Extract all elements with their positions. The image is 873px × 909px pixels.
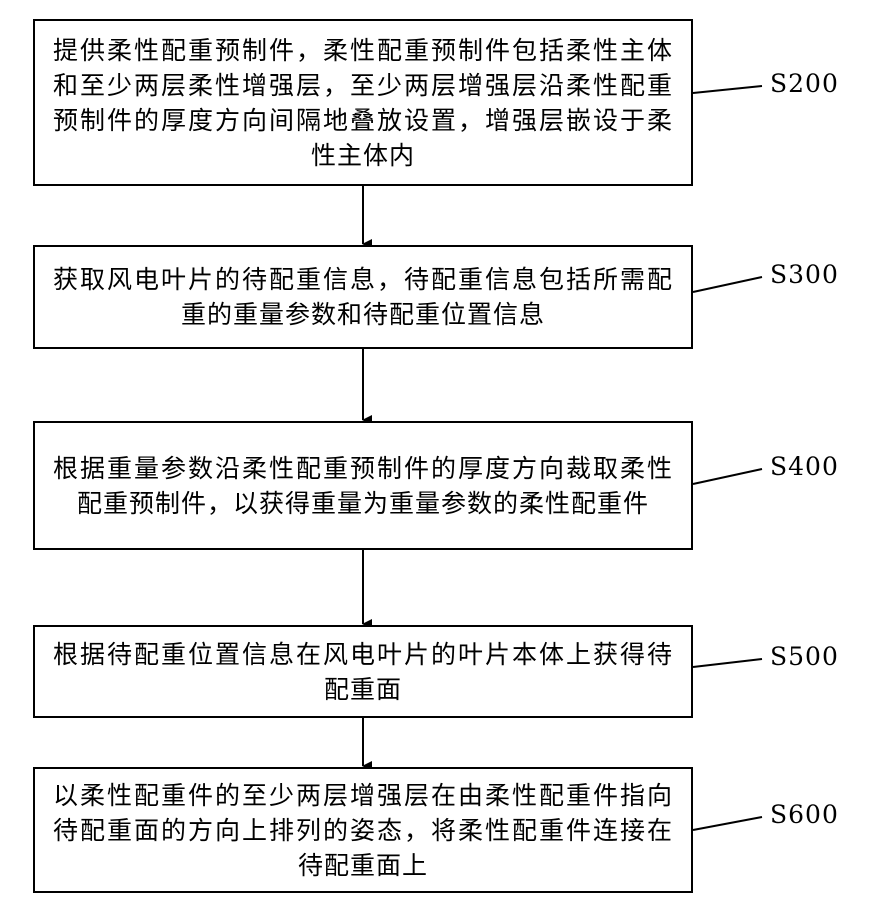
leader-line-s200 (693, 86, 762, 93)
step-label-s400: S400 (770, 452, 839, 482)
step-text-s500: 根据待配重位置信息在风电叶片的叶片本体上获得待配重面 (53, 637, 673, 707)
step-label-s300: S300 (770, 260, 839, 290)
step-box-s300: 获取风电叶片的待配重信息，待配重信息包括所需配重的重量参数和待配重位置信息 (33, 245, 693, 349)
step-label-s600: S600 (770, 800, 839, 830)
leader-line-s300 (693, 277, 762, 292)
step-box-s500: 根据待配重位置信息在风电叶片的叶片本体上获得待配重面 (33, 625, 693, 718)
step-box-s200: 提供柔性配重预制件，柔性配重预制件包括柔性主体和至少两层柔性增强层，至少两层增强… (33, 19, 693, 186)
step-label-s500: S500 (770, 642, 839, 672)
step-box-s400: 根据重量参数沿柔性配重预制件的厚度方向裁取柔性配重预制件，以获得重量为重量参数的… (33, 421, 693, 550)
step-label-s200: S200 (770, 69, 839, 99)
step-text-s300: 获取风电叶片的待配重信息，待配重信息包括所需配重的重量参数和待配重位置信息 (53, 262, 673, 332)
step-text-s600: 以柔性配重件的至少两层增强层在由柔性配重件指向待配重面的方向上排列的姿态，将柔性… (53, 778, 673, 883)
leader-line-s600 (693, 817, 762, 830)
step-text-s200: 提供柔性配重预制件，柔性配重预制件包括柔性主体和至少两层柔性增强层，至少两层增强… (53, 33, 673, 173)
step-text-s400: 根据重量参数沿柔性配重预制件的厚度方向裁取柔性配重预制件，以获得重量为重量参数的… (53, 451, 673, 521)
leader-line-s500 (693, 659, 762, 667)
leader-line-s400 (693, 469, 762, 484)
step-box-s600: 以柔性配重件的至少两层增强层在由柔性配重件指向待配重面的方向上排列的姿态，将柔性… (33, 767, 693, 893)
